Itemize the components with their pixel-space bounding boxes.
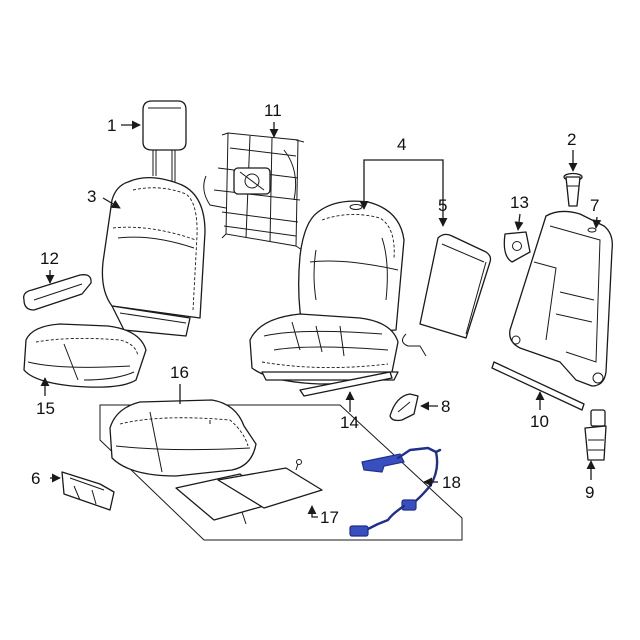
callout-8: 8 [441,397,450,416]
callout-4: 4 [397,135,406,154]
callout-18: 18 [442,473,461,492]
callout-10: 10 [530,412,549,431]
callout-14: 14 [340,413,359,432]
seatback-cover-part[interactable] [101,177,206,337]
callout-17: 17 [320,508,339,527]
callout-12: 12 [40,249,59,268]
callout-7: 7 [590,196,599,215]
cushion-pad-part[interactable] [109,399,257,477]
side-trim-part[interactable] [23,274,92,311]
callout-3: 3 [87,187,96,206]
headrest-part[interactable] [142,100,187,183]
callout-6: 6 [31,469,40,488]
lever-trim-part[interactable] [389,393,419,422]
callout-9: 9 [585,483,594,502]
wiring-harness-part[interactable] [349,446,442,537]
callout-1: 1 [107,116,116,135]
callout-2: 2 [567,130,576,149]
headrest-guide-part[interactable] [563,172,583,207]
group-16-box [99,404,463,541]
seat-assembly-part[interactable] [249,200,405,397]
cross-rod-part[interactable] [491,361,585,411]
callout-15: 15 [36,399,55,418]
seatback-frame-part[interactable] [509,210,613,387]
callout-numbers: 1 2 3 4 5 6 7 8 9 10 11 12 13 14 15 16 1… [31,101,599,527]
callout-16: 16 [170,363,189,382]
cushion-cover-part[interactable] [23,323,147,388]
callout-11: 11 [264,101,282,120]
seat-buckle-part[interactable] [584,409,607,461]
callout-13: 13 [510,193,529,212]
recliner-bracket-part[interactable] [503,231,531,263]
side-shield-part[interactable] [61,471,115,511]
heater-mat-part[interactable] [175,459,323,525]
seatback-spring-frame-part[interactable] [203,132,305,251]
callout-5: 5 [438,196,447,215]
leader-lines [40,120,602,518]
back-panel-part[interactable] [402,233,492,357]
